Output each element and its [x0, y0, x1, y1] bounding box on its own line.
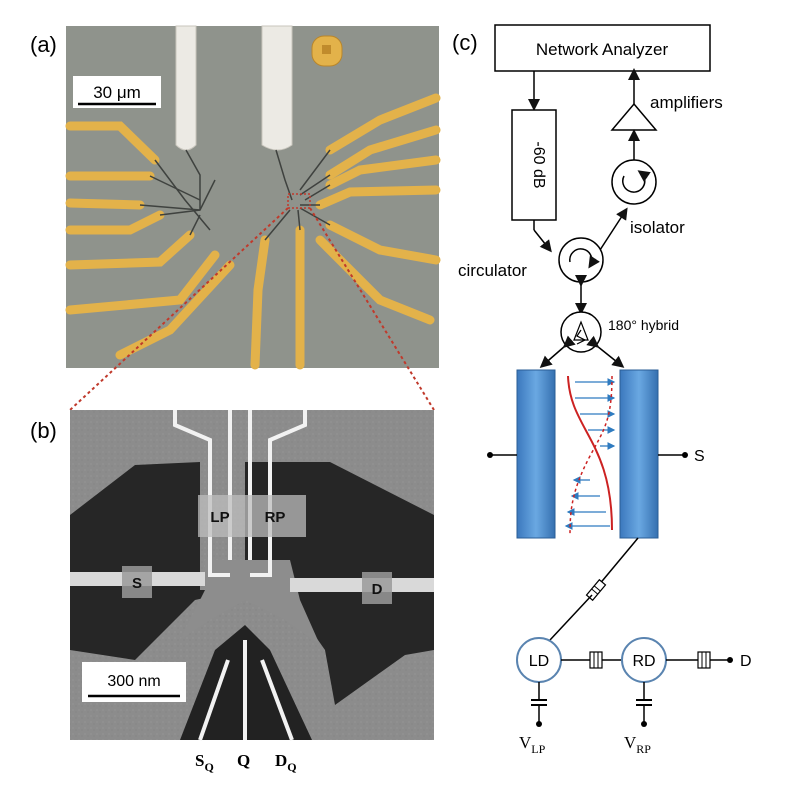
interdot-capacitor [589, 651, 603, 669]
field-curve-dashed [569, 375, 613, 535]
central-bridge [180, 560, 320, 645]
label-rd: RD [632, 653, 655, 670]
amplifiers-label: amplifiers [650, 93, 723, 112]
white-lead-left [175, 25, 197, 151]
isolator-label: isolator [630, 218, 685, 237]
attenuator-box [511, 109, 557, 221]
bottom-gates [198, 640, 294, 741]
bond-pad-mark [322, 45, 331, 54]
hybrid-circle [560, 311, 602, 353]
field-curve-solid [567, 375, 613, 531]
s-pad [122, 566, 152, 598]
circulator-circle [558, 237, 604, 283]
gold-leads-left [65, 121, 235, 360]
terminal-dot-d [727, 657, 733, 663]
circulator-label: circulator [458, 261, 527, 280]
gate-capacitor-lp [531, 699, 547, 706]
panel-label-a: (a) [30, 32, 57, 57]
scale-bar-label-a: 30 μm [93, 83, 141, 102]
label-s-c: S [694, 448, 705, 465]
panel-label-b: (b) [30, 418, 57, 443]
hybrid-resistor [576, 329, 587, 345]
label-dq: DQ [275, 751, 297, 774]
panel-a: 30 μm (a) [30, 25, 441, 370]
terminal-dot-vlp [536, 721, 542, 727]
hybrid-symbol [573, 320, 589, 341]
zoom-box [287, 193, 311, 209]
lp-box [198, 495, 248, 537]
isolator-circle [611, 159, 657, 205]
label-vlp: VLP [519, 733, 546, 756]
label-d-c: D [740, 653, 752, 670]
rp-box [248, 495, 306, 537]
gate-capacitor-rp [636, 699, 652, 706]
label-rp: RP [265, 509, 286, 526]
field-arrows [564, 378, 616, 530]
panel-c: (c) Network Analyzer -60 dB amplifiers i… [452, 24, 752, 756]
gold-leads-right [250, 93, 441, 370]
network-analyzer-label: Network Analyzer [536, 40, 669, 59]
wire-res-cap [597, 537, 639, 587]
circulator-symbol [569, 248, 600, 269]
resonator-right [619, 369, 659, 539]
label-ld: LD [529, 653, 549, 670]
wire-cap-ld [549, 594, 593, 641]
terminal-dot-left [487, 452, 493, 458]
d-pad [362, 572, 392, 604]
terminal-dot-right [682, 452, 688, 458]
label-s-b: S [132, 575, 142, 592]
resonator-left [516, 369, 556, 539]
label-sq: SQ [195, 751, 214, 774]
wire-hybrid-right [586, 335, 625, 368]
wire-att-circ [533, 229, 552, 253]
scale-bar-bg-a [73, 76, 161, 108]
label-d-b: D [372, 581, 383, 598]
white-lead-right [261, 25, 293, 151]
wire-hybrid-left [539, 335, 576, 368]
drain-capacitor [697, 651, 711, 669]
terminal-dot-vrp [641, 721, 647, 727]
panel-label-c: (c) [452, 30, 478, 55]
label-lp: LP [210, 509, 229, 526]
panel-b: LP RP S D 300 nm (b) SQ Q DQ [30, 410, 434, 774]
zoom-line-left [69, 207, 289, 411]
isolator-symbol [622, 170, 651, 193]
label-vrp: VRP [624, 733, 651, 756]
attenuator-label: -60 dB [530, 141, 547, 188]
scale-bar-label-b: 300 nm [107, 673, 160, 690]
hybrid-label: 180° hybrid [608, 317, 679, 333]
wire-circ-iso [599, 207, 628, 251]
label-q: Q [237, 751, 250, 770]
network-analyzer-box [494, 24, 711, 72]
